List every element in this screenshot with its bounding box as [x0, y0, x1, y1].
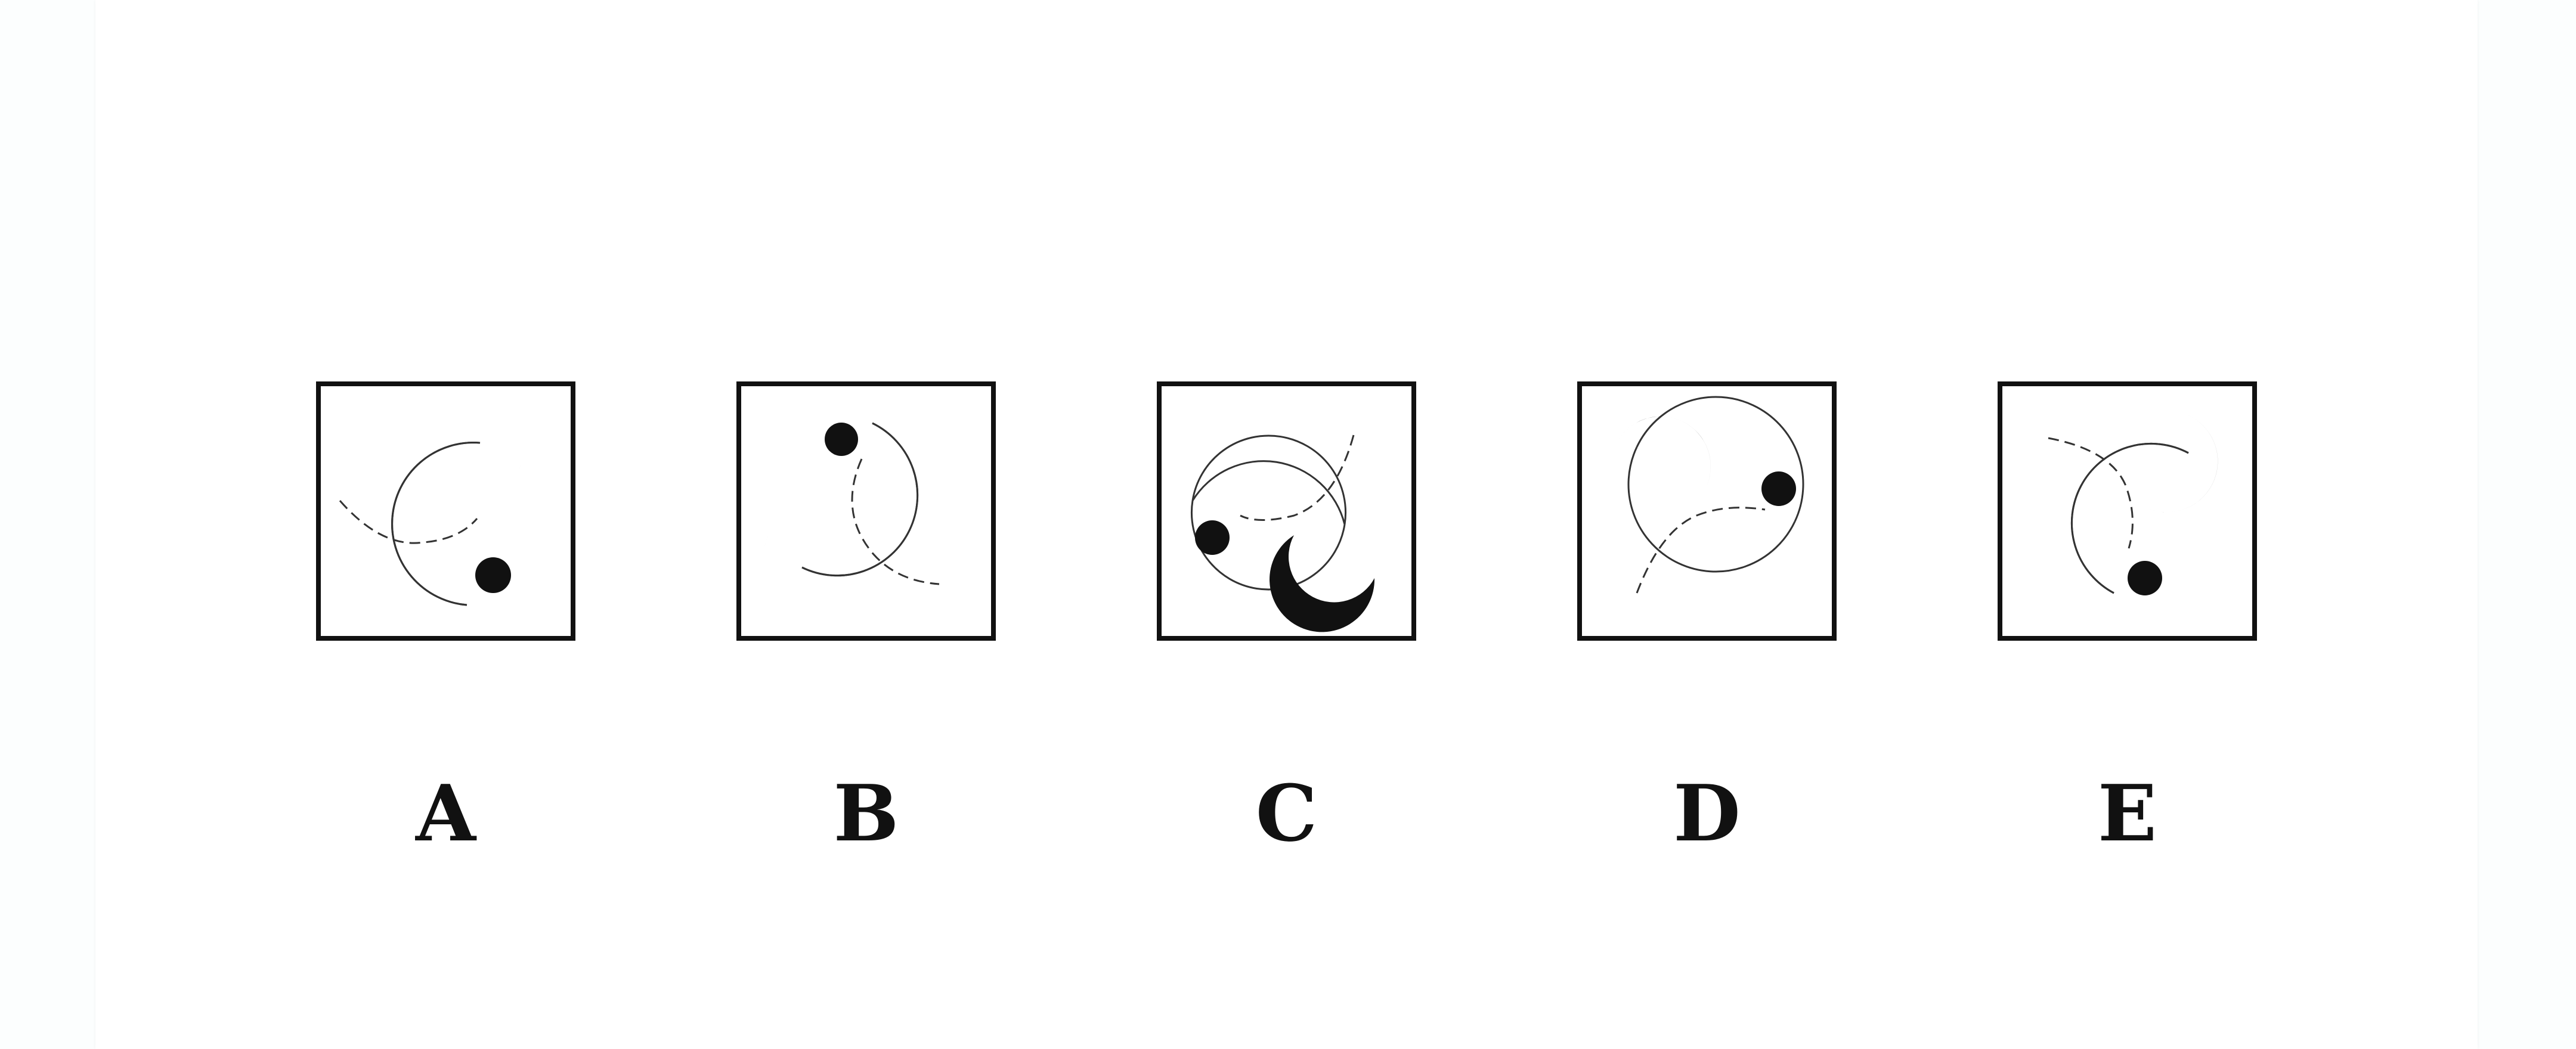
option-b-label: B: [833, 768, 899, 859]
outline-crescent: [1190, 500, 1346, 591]
option-frame: [1998, 381, 2257, 641]
black-dot: [1761, 471, 1796, 506]
outline-crescent: [1191, 435, 1347, 525]
black-crescent: [763, 505, 838, 606]
dashed-arc: [2048, 437, 2134, 549]
option-a-label: A: [416, 768, 476, 859]
option-frame: [1157, 381, 1416, 641]
option-e-label: E: [2097, 768, 2157, 859]
option-e-figure[interactable]: [1998, 381, 2257, 641]
option-c-figure[interactable]: [1157, 381, 1416, 641]
dashed-arc: [1636, 507, 1766, 594]
black-dot: [825, 423, 858, 456]
option-frame: [316, 381, 575, 641]
dashed-arc: [1240, 435, 1355, 521]
option-d-label: D: [1673, 768, 1741, 859]
outline-crescent: [801, 422, 919, 577]
option-d-figure[interactable]: [1577, 381, 1837, 641]
option-e-svg: [1998, 381, 2257, 641]
outline-crescent: [2070, 442, 2189, 594]
outline-crescent: [391, 442, 481, 606]
black-crescent: [467, 407, 522, 504]
option-b-svg: [736, 381, 996, 641]
option-a-figure[interactable]: [316, 381, 575, 641]
option-frame: [1577, 381, 1837, 641]
black-crescent: [2148, 414, 2218, 513]
black-dot: [475, 557, 511, 593]
outline-crescent: [1627, 446, 1796, 573]
option-frame: [736, 381, 996, 641]
option-b-figure[interactable]: [736, 381, 996, 641]
option-c-svg: [1157, 381, 1416, 641]
black-crescent: [1270, 535, 1375, 632]
black-dot: [2128, 561, 2162, 595]
black-dot: [1195, 520, 1230, 555]
outline-crescent: [1636, 396, 1804, 522]
dashed-arc: [851, 458, 940, 585]
option-c-label: C: [1255, 768, 1318, 859]
question-sheet: A B C: [95, 0, 2478, 1049]
outline-crescent: [391, 442, 481, 606]
option-a-svg: [316, 381, 575, 641]
option-d-svg: [1577, 381, 1837, 641]
black-crescent: [1616, 416, 1711, 489]
dashed-arc: [339, 500, 478, 544]
